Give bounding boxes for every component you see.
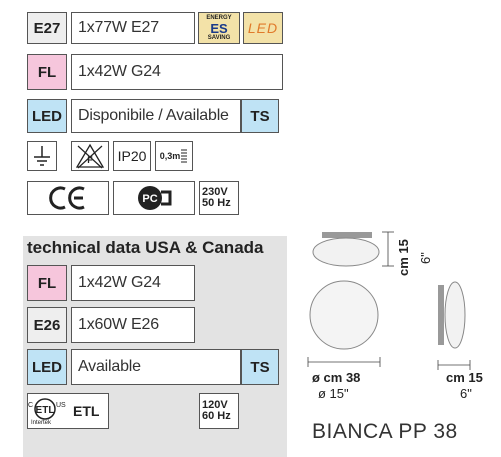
- energy-badge-es: ES: [210, 21, 228, 36]
- height-cm: cm 15: [396, 239, 411, 276]
- svg-text:F: F: [87, 155, 93, 165]
- etl-brand: Intertek: [31, 420, 52, 426]
- voltage-usa-volts: 120V: [202, 399, 228, 411]
- led-badge: LED: [243, 12, 283, 44]
- usa-value-led: Available: [71, 349, 241, 385]
- ground-icon: [27, 141, 57, 171]
- socket-code-led: LED: [27, 99, 67, 133]
- ce-mark-icon: [27, 181, 109, 215]
- socket-value-led: Disponibile / Available: [71, 99, 241, 133]
- depth-cm: cm 15: [446, 370, 483, 385]
- etl-us-label: US: [56, 402, 66, 409]
- min-distance-icon: 0,3m: [155, 141, 193, 171]
- socket-value-e27: 1x77W E27: [71, 12, 195, 44]
- voltage-usa: 120V 60 Hz: [199, 393, 239, 429]
- voltage-usa-hz: 60 Hz: [202, 410, 231, 422]
- socket-code-e27: E27: [27, 12, 67, 44]
- etl-c-label: C: [28, 402, 34, 409]
- socket-value-fl: 1x42W G24: [71, 54, 283, 90]
- socket-code-fl: FL: [27, 54, 67, 90]
- svg-text:ETL: ETL: [36, 405, 55, 416]
- etl-icon: ETL: [34, 398, 56, 420]
- dimension-drawing: [307, 231, 471, 370]
- voltage-eu: 230V 50 Hz: [199, 181, 239, 215]
- diameter-in: ø 15": [318, 386, 349, 401]
- usa-ts-badge: TS: [241, 349, 279, 385]
- usa-code-led: LED: [27, 349, 67, 385]
- svg-text:PC: PC: [142, 193, 157, 205]
- depth-in: 6": [460, 386, 472, 401]
- ip-rating: IP20: [113, 141, 151, 171]
- voltage-eu-volts: 230V: [202, 186, 228, 198]
- energy-badge-bottom: SAVING: [207, 35, 231, 41]
- min-distance-label: 0,3m: [159, 151, 181, 161]
- energy-saving-badge: ENERGY ES SAVING: [198, 12, 240, 44]
- voltage-eu-hz: 50 Hz: [202, 197, 231, 209]
- ts-badge: TS: [241, 99, 279, 133]
- usa-value-e26: 1x60W E26: [71, 307, 195, 343]
- pct-certification-icon: PC: [113, 181, 195, 215]
- usa-heading: technical data USA & Canada: [27, 238, 264, 257]
- no-flammable-surface-icon: F: [71, 141, 109, 171]
- usa-code-fl: FL: [27, 265, 67, 301]
- height-in: 6": [418, 252, 433, 264]
- usa-value-fl: 1x42W G24: [71, 265, 195, 301]
- product-name: BIANCA PP 38: [312, 420, 458, 443]
- etl-label: ETL: [73, 403, 100, 419]
- diameter-cm: ø cm 38: [312, 370, 361, 385]
- etl-listed-mark: ETL C US Intertek ETL: [27, 393, 109, 429]
- energy-badge-top: ENERGY: [206, 15, 232, 21]
- usa-code-e26: E26: [27, 307, 67, 343]
